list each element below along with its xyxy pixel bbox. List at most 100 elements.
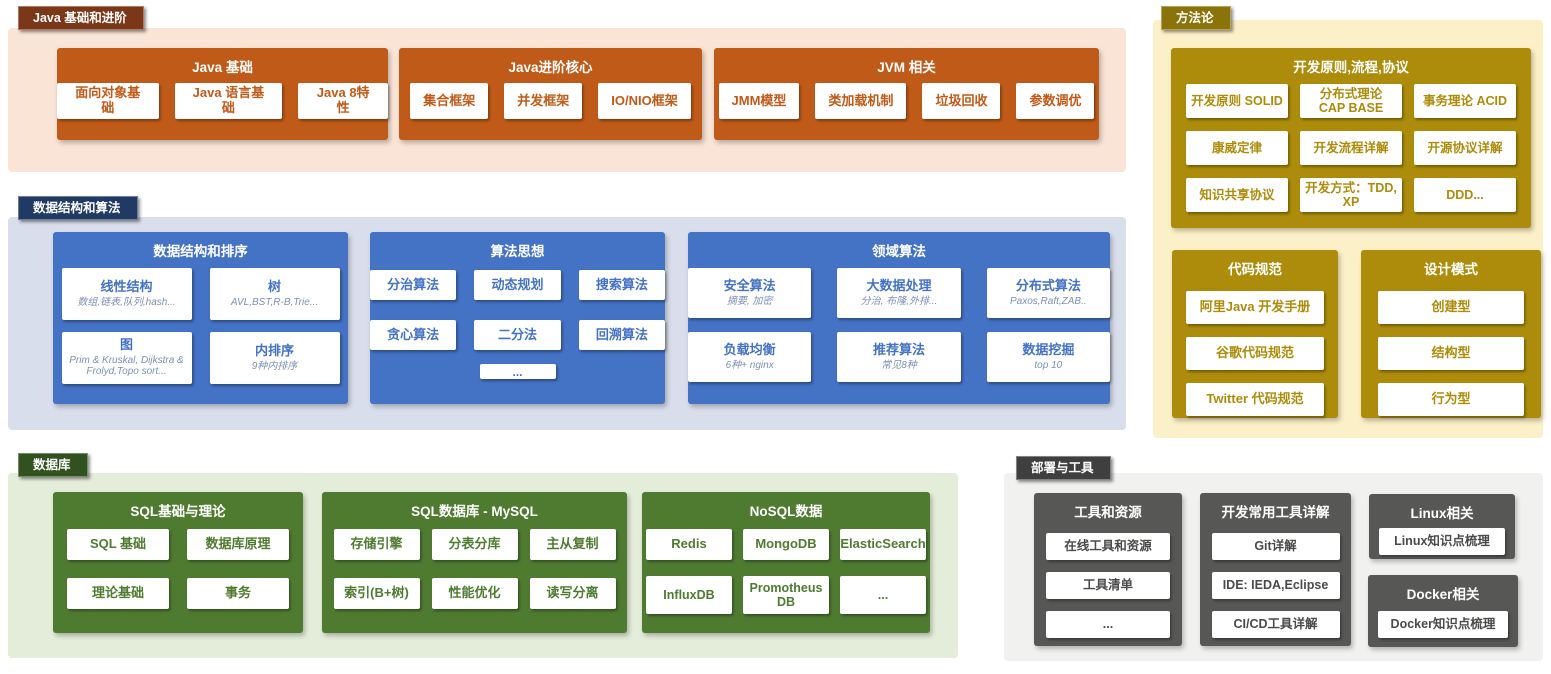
topic-chip: 数据库原理	[187, 529, 289, 560]
topic-chip: 开发原则 SOLID	[1186, 84, 1288, 118]
code-style-group: 代码规范 阿里Java 开发手册 谷歌代码规范 Twitter 代码规范	[1172, 250, 1338, 418]
topic-chip: 内排序 9种内排序	[209, 332, 340, 384]
topic-chip: 分布式算法 Paxos,Raft,ZAB..	[986, 268, 1110, 318]
topic-chip-label: 图	[119, 337, 133, 353]
topic-chip: 康威定律	[1186, 131, 1288, 165]
sql-basics-group: SQL基础与理论 SQL 基础 数据库原理 理论基础 事务	[53, 492, 303, 633]
java-basics-group: Java 基础 面向对象基础 Java 语言基础 Java 8特性	[57, 48, 388, 140]
topic-chip-label: 大数据处理	[866, 277, 932, 293]
topic-chip-sub: 分治, 布隆,外排...	[860, 295, 938, 307]
topic-chip: 回溯算法	[578, 320, 665, 350]
dsa-section-panel: 数据结构和算法 数据结构和排序 线性结构 数组,链表,队列,hash... 树 …	[8, 196, 1126, 430]
topic-chip: 安全算法 摘要, 加密	[688, 268, 812, 318]
topic-chip-label: 分布式算法	[1015, 277, 1081, 293]
topic-chip: 工具清单	[1046, 572, 1170, 599]
topic-chip: IDE: IEDA,Eclipse	[1211, 572, 1340, 599]
topic-chip: 搜索算法	[578, 270, 665, 300]
topic-chip: ElasticSearch	[840, 529, 926, 560]
topic-chip-sub: 数组,链表,队列,hash...	[77, 296, 176, 308]
java-advanced-group: Java进阶核心 集合框架 并发框架 IO/NIO框架	[399, 48, 702, 140]
group-title: 代码规范	[1228, 262, 1282, 277]
topic-chip: 推荐算法 常见8种	[837, 332, 961, 382]
database-section-tag: 数据库	[18, 453, 88, 477]
topic-chip: 开发方式：TDD, XP	[1300, 178, 1402, 212]
topic-chip: 谷歌代码规范	[1186, 337, 1324, 370]
linux-group: Linux相关 Linux知识点梳理	[1369, 494, 1515, 559]
topic-chip: Redis	[646, 529, 732, 560]
topic-chip-label: 树	[267, 278, 281, 294]
topic-chip: 索引(B+树)	[333, 578, 420, 609]
methodology-section-panel: 方法论 开发原则,流程,协议 开发原则 SOLID 分布式理论 CAP BASE…	[1153, 6, 1543, 438]
topic-chip: 分治算法	[370, 270, 457, 300]
topic-chip: IO/NIO框架	[598, 83, 691, 119]
topic-chip: 图 Prim & Kruskal, Dijkstra & Frolyd,Topo…	[61, 332, 192, 384]
topic-chip: 线性结构 数组,链表,队列,hash...	[61, 268, 192, 320]
topic-chip: 创建型	[1378, 291, 1524, 324]
domain-algorithms-group: 领域算法 安全算法 摘要, 加密 大数据处理 分治, 布隆,外排... 分布式算…	[688, 232, 1110, 404]
dsa-section-tag: 数据结构和算法	[18, 196, 138, 220]
topic-chip: CI/CD工具详解	[1211, 611, 1340, 638]
database-section-panel: 数据库 SQL基础与理论 SQL 基础 数据库原理 理论基础 事务 SQL数据库…	[8, 453, 958, 658]
topic-chip: 事务	[187, 578, 289, 609]
topic-chip: ...	[1046, 611, 1170, 638]
topic-chip: 理论基础	[67, 578, 169, 609]
topic-chip-label: 推荐算法	[872, 341, 925, 357]
docker-group: Docker相关 Docker知识点梳理	[1368, 575, 1518, 647]
tools-section-tag: 部署与工具	[1016, 456, 1111, 480]
mysql-group: SQL数据库 - MySQL 存储引擎 分表分库 主从复制 索引(B+树) 性能…	[322, 492, 627, 633]
topic-chip: 垃圾回收	[922, 83, 1001, 119]
topic-chip: 开发流程详解	[1300, 131, 1402, 165]
topic-chip: 贪心算法	[370, 320, 457, 350]
group-title: Docker相关	[1406, 587, 1480, 602]
topic-chip-sub: 9种内排序	[251, 360, 298, 372]
topic-chip: 主从复制	[529, 529, 616, 560]
tools-section-panel: 部署与工具 工具和资源 在线工具和资源 工具清单 ... 开发常用工具详解 Gi…	[1004, 456, 1543, 661]
topic-chip: 大数据处理 分治, 布隆,外排...	[837, 268, 961, 318]
topic-chip: 事务理论 ACID	[1414, 84, 1516, 118]
topic-chip: Docker知识点梳理	[1378, 611, 1508, 638]
topic-chip: InfluxDB	[646, 576, 732, 614]
group-title: JVM 相关	[877, 60, 936, 75]
group-title: 算法思想	[490, 244, 545, 259]
topic-chip: Git详解	[1211, 533, 1340, 560]
topic-chip: JMM模型	[718, 83, 800, 119]
topic-chip-label: 负载均衡	[723, 341, 776, 357]
topic-chip: ...	[840, 576, 926, 614]
design-patterns-group: 设计模式 创建型 结构型 行为型	[1361, 250, 1541, 418]
topic-chip: 性能优化	[431, 578, 518, 609]
topic-chip: Twitter 代码规范	[1186, 383, 1324, 416]
topic-chip: 读写分离	[529, 578, 616, 609]
topic-chip: 分布式理论 CAP BASE	[1300, 84, 1402, 118]
topic-chip: 并发框架	[504, 83, 583, 119]
topic-chip-label: 数据挖掘	[1022, 341, 1075, 357]
jvm-group: JVM 相关 JMM模型 类加载机制 垃圾回收 参数调优	[714, 48, 1099, 140]
topic-chip: 二分法	[474, 320, 561, 350]
topic-chip: 集合框架	[410, 83, 489, 119]
topic-chip-label: 内排序	[254, 342, 294, 358]
topic-chip: Linux知识点梳理	[1379, 528, 1505, 555]
topic-chip-label: 安全算法	[723, 277, 776, 293]
principles-group: 开发原则,流程,协议 开发原则 SOLID 分布式理论 CAP BASE 事务理…	[1171, 48, 1531, 228]
topic-chip: Promotheus DB	[743, 576, 829, 614]
topic-chip-sub: AVL,BST,R-B,Trie...	[230, 296, 319, 308]
group-title: NoSQL数据	[749, 504, 823, 519]
group-title: SQL基础与理论	[130, 504, 226, 519]
group-title: 领域算法	[872, 244, 926, 259]
topic-chip: 存储引擎	[333, 529, 420, 560]
topic-chip: 行为型	[1378, 383, 1524, 416]
tools-resources-group: 工具和资源 在线工具和资源 工具清单 ...	[1034, 493, 1182, 646]
topic-chip: 在线工具和资源	[1046, 533, 1170, 560]
group-title: SQL数据库 - MySQL	[411, 504, 538, 519]
java-section-panel: Java 基础和进阶 Java 基础 面向对象基础 Java 语言基础 Java…	[8, 6, 1126, 172]
topic-chip: 面向对象基础	[57, 83, 159, 119]
topic-chip: ...	[479, 364, 556, 379]
topic-chip: 结构型	[1378, 337, 1524, 370]
methodology-section-tag: 方法论	[1161, 6, 1231, 30]
nosql-group: NoSQL数据 Redis MongoDB ElasticSearch Infl…	[642, 492, 930, 633]
group-title: 开发原则,流程,协议	[1293, 60, 1409, 75]
group-title: 数据结构和排序	[153, 244, 248, 259]
topic-chip-sub: Paxos,Raft,ZAB..	[1009, 295, 1087, 307]
topic-chip: 阿里Java 开发手册	[1186, 291, 1324, 324]
topic-chip: Java 语言基础	[174, 83, 283, 119]
